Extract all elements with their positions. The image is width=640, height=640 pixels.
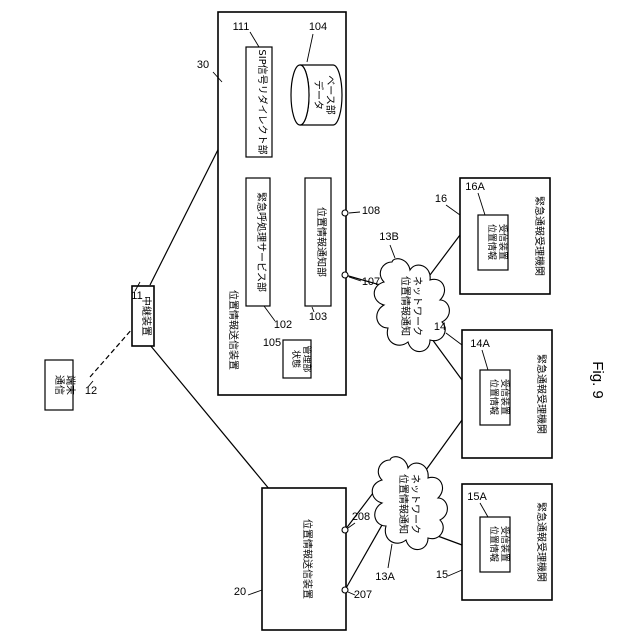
agency-15-label: 緊急通報受理機関 <box>535 502 548 582</box>
ref-15A: 15A <box>467 491 487 503</box>
agency-14-label: 緊急通報受理機関 <box>535 354 548 434</box>
ref-105: 105 <box>263 337 281 349</box>
ref-20: 20 <box>234 586 246 598</box>
network-13A-label-1: 位置情報通知 <box>397 474 410 534</box>
dashed-link-terminal-relay <box>90 328 133 377</box>
leader-108 <box>349 212 360 213</box>
emergency-service-label: 緊急呼処理サービス部 <box>255 192 268 292</box>
comm-terminal-label-2: 端末 <box>64 375 77 395</box>
ref-108: 108 <box>362 205 380 217</box>
ref-30: 30 <box>197 59 209 71</box>
network-13B-label-2: ネットワーク <box>411 276 423 336</box>
ref-13B: 13B <box>379 231 399 243</box>
comm-terminal-label-1: 通信 <box>53 375 65 395</box>
location-notify-label: 位置情報通知部 <box>315 207 328 277</box>
port-108 <box>342 210 348 216</box>
ref-11: 11 <box>131 290 142 302</box>
relay-label: 中継装置 <box>140 296 153 336</box>
sender-30-title: 位置情報送信装置 <box>227 290 240 370</box>
leader-16 <box>446 205 460 215</box>
network-13A-label-2: ネットワーク <box>409 474 421 534</box>
sip-redirect-label: SIP信号リダイレクト部 <box>256 49 269 154</box>
database-cylinder-end <box>291 65 309 125</box>
receiver-14A-label-2: 受信装置 <box>499 379 511 415</box>
database-label-2: ベース部 <box>324 75 337 115</box>
database-label-1: データ <box>312 80 325 110</box>
network-13B-label-1: 位置情報通知 <box>399 276 412 336</box>
ref-16: 16 <box>435 193 447 205</box>
receiver-15A-label-2: 受信装置 <box>499 526 511 562</box>
ref-208: 208 <box>352 511 370 523</box>
status-manager-label-2: 管理部 <box>301 345 313 372</box>
receiver-15A-label-1: 位置情報 <box>488 526 500 562</box>
figure-label: Fig. 9 <box>589 361 606 399</box>
ref-13A: 13A <box>375 571 395 583</box>
ref-14A: 14A <box>470 338 490 350</box>
ref-15: 15 <box>436 569 448 581</box>
ref-14: 14 <box>434 321 446 333</box>
ref-103: 103 <box>309 311 327 323</box>
leader-13A <box>388 544 392 568</box>
leader-15 <box>448 570 462 576</box>
agency-16-label: 緊急通報受理機関 <box>533 196 546 276</box>
ref-104: 104 <box>309 21 327 33</box>
ref-12: 12 <box>85 385 97 397</box>
ref-16A: 16A <box>465 181 485 193</box>
status-manager-label-1: 状態 <box>290 350 302 368</box>
receiver-16A-label-1: 位置情報 <box>486 224 498 260</box>
sender-20-label: 位置情報送信装置 <box>301 519 314 599</box>
port-208 <box>342 527 348 533</box>
leader-13B <box>390 245 395 258</box>
receiver-14A-label-1: 位置情報 <box>488 379 500 415</box>
ref-102: 102 <box>274 319 292 331</box>
leader-14 <box>446 333 462 345</box>
ref-111: 111 <box>233 21 250 33</box>
ref-207: 207 <box>354 589 372 601</box>
port-207 <box>342 587 348 593</box>
receiver-16A-label-2: 受信装置 <box>497 224 509 260</box>
leader-20 <box>248 590 262 595</box>
port-107 <box>342 272 348 278</box>
